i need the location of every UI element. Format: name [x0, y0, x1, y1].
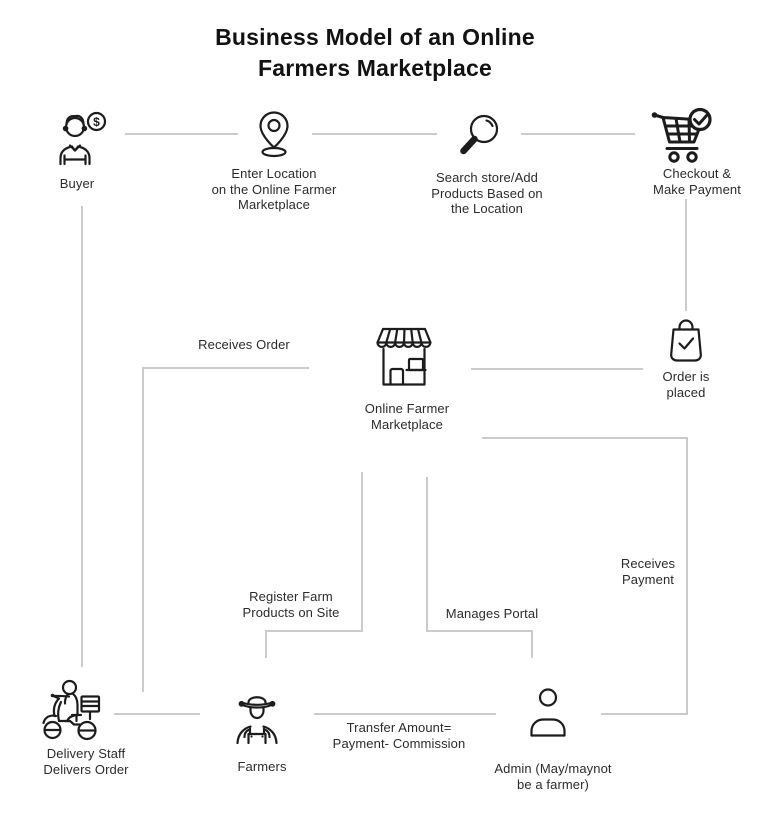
checkout-label: Checkout & Make Payment — [653, 166, 741, 197]
connector-register-vertical — [361, 472, 363, 632]
search-store-label: Search store/Add Products Based on the L… — [431, 170, 543, 216]
delivery-scooter-icon — [40, 675, 108, 741]
connector-receives-payment-top — [482, 437, 688, 439]
connector-marketplace-order — [471, 368, 643, 370]
enter-location-label: Enter Location on the Online Farmer Mark… — [211, 166, 337, 212]
connector-receives-order-horizontal — [142, 367, 309, 369]
connector-admin-right — [601, 713, 688, 715]
connector-delivery-farmers — [114, 713, 200, 715]
connector-checkout-order — [685, 199, 687, 311]
cart-icon — [649, 107, 713, 165]
edge-label-register-products: Register Farm Products on Site — [242, 589, 340, 620]
connector-register-horizontal — [265, 630, 363, 632]
shopping-bag-icon — [666, 316, 706, 364]
connector-receives-order-vertical — [142, 367, 144, 692]
buyer-icon: $ — [55, 110, 107, 166]
delivery-staff-label: Delivery Staff Delivers Order — [43, 746, 129, 777]
dollar-glyph: $ — [93, 115, 100, 129]
admin-label: Admin (May/maynot be a farmer) — [494, 761, 612, 792]
edge-label-receives-payment: Receives Payment — [620, 556, 676, 587]
edge-label-transfer-amount: Transfer Amount= Payment- Commission — [332, 720, 466, 751]
farmers-label: Farmers — [237, 759, 287, 774]
connector-manages-vertical — [426, 477, 428, 632]
connector-register-drop — [265, 630, 267, 658]
connector-farmers-admin — [314, 713, 496, 715]
connector-search-checkout — [521, 133, 635, 135]
connector-buyer-location — [125, 133, 238, 135]
store-icon — [370, 325, 438, 389]
connector-buyer-delivery — [81, 206, 83, 667]
diagram-title: Business Model of an Online Farmers Mark… — [215, 24, 535, 81]
buyer-label: Buyer — [59, 176, 95, 191]
person-icon — [526, 687, 570, 738]
connector-manages-horizontal — [426, 630, 533, 632]
edge-label-manages-portal: Manages Portal — [445, 606, 539, 621]
marketplace-label: Online Farmer Marketplace — [364, 401, 450, 432]
location-pin-icon — [252, 110, 296, 160]
connector-location-search — [312, 133, 437, 135]
edge-label-receives-order: Receives Order — [198, 337, 290, 352]
search-icon — [455, 110, 503, 162]
connector-manages-drop — [531, 630, 533, 658]
order-placed-label: Order is placed — [662, 369, 710, 400]
connector-receives-payment-right — [686, 437, 688, 715]
farmer-icon — [234, 690, 280, 744]
